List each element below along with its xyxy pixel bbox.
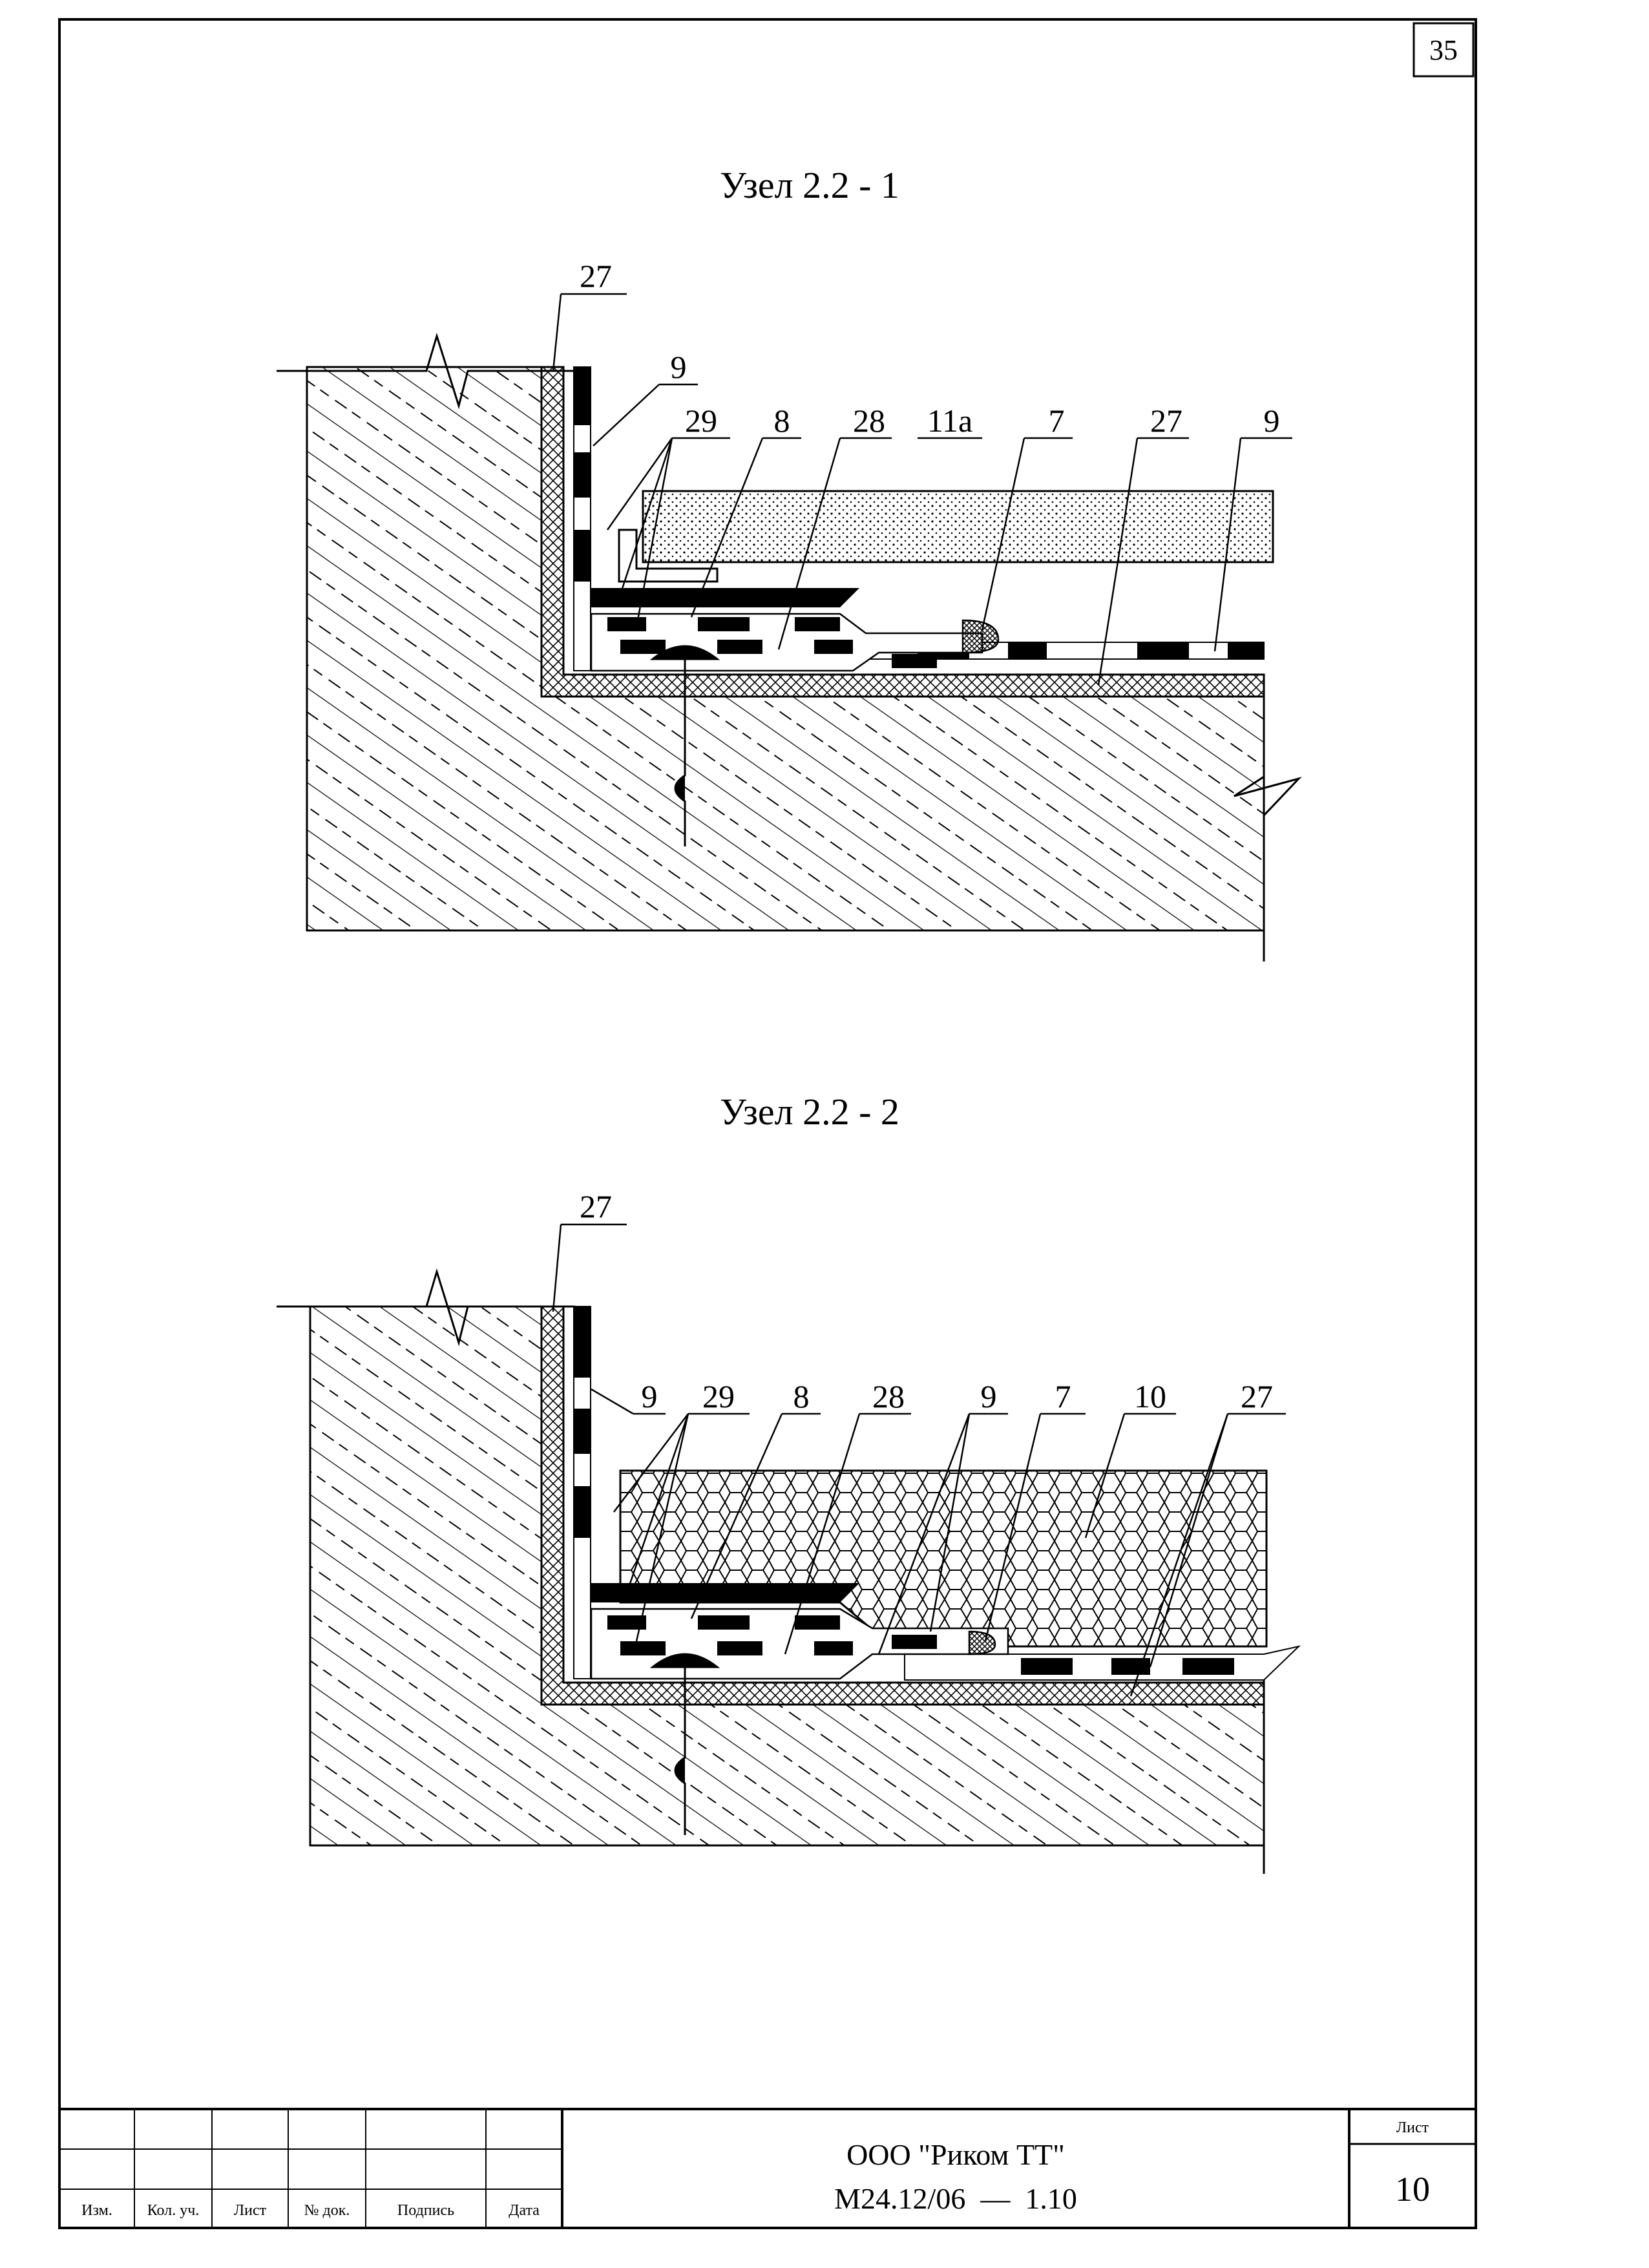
node-2-callout-8: 8 — [793, 1378, 810, 1414]
node-2-callout-27b: 27 — [1241, 1378, 1273, 1414]
company-name: ООО "Риком ТТ" — [846, 2138, 1065, 2171]
node-1-callout-9a: 9 — [671, 349, 687, 385]
node-1-angle-profile — [618, 529, 719, 583]
node-2-callout-28: 28 — [872, 1378, 905, 1414]
col-date: Дата — [509, 2202, 540, 2219]
node-2-callout-27a: 27 — [580, 1188, 612, 1224]
node-1-callout-27a: 27 — [580, 258, 612, 294]
node-2-callouts: 27 9 29 8 28 9 7 10 — [552, 1188, 1286, 1697]
node-1-callout-8: 8 — [774, 403, 790, 439]
node-2-callout-7: 7 — [1055, 1378, 1071, 1414]
col-list: Лист — [234, 2202, 267, 2219]
node-2-callout-10: 10 — [1134, 1378, 1166, 1414]
node-2-callout-9a: 9 — [642, 1378, 658, 1414]
node-1-anchor — [649, 645, 720, 846]
node-1-callout-11a: 11а — [927, 403, 972, 439]
col-signature: Подпись — [397, 2202, 454, 2219]
node-1-layer-27 — [540, 366, 1265, 698]
node-2-anchor — [649, 1653, 720, 1835]
node-1-callouts: 27 9 29 8 28 11а 7 27 9 — [552, 258, 1292, 686]
node-1-break-line-right — [1234, 685, 1302, 961]
sheet-frame — [58, 18, 1477, 2229]
node-1-callout-7: 7 — [1049, 403, 1065, 439]
node-1-stepped-layers — [590, 588, 983, 672]
sheet-number: 10 — [1395, 2170, 1430, 2209]
node-2-title: Узел 2.2 - 2 — [720, 1091, 899, 1133]
col-izm: Изм. — [81, 2202, 112, 2219]
node-1-sealant-bead — [961, 619, 1000, 654]
sheet-label: Лист — [1396, 2119, 1429, 2136]
node-2-callout-29: 29 — [702, 1378, 735, 1414]
document-code: М24.12/06 — 1.10 — [834, 2182, 1077, 2215]
node-1-callout-9b: 9 — [1264, 403, 1280, 439]
node-1-board-11a — [642, 490, 1274, 563]
col-kol-uch: Кол. уч. — [147, 2202, 200, 2219]
node-1-title: Узел 2.2 - 1 — [720, 164, 899, 206]
node-1-callout-27b: 27 — [1150, 403, 1182, 439]
col-doc-no: № док. — [304, 2202, 350, 2219]
page-number: 35 — [1429, 34, 1458, 66]
node-1-detail: Узел 2.2 - 1 — [277, 164, 1302, 961]
node-2-detail: Узел 2.2 - 2 — [277, 1091, 1301, 1874]
node-1-callout-28: 28 — [853, 403, 885, 439]
node-2-callout-9b: 9 — [981, 1378, 997, 1414]
title-block: Изм. Кол. уч. Лист № док. Подпись Дата О… — [59, 2108, 1476, 2229]
node-2-layer-27 — [540, 1305, 1265, 1706]
page-number-box: 35 — [1413, 22, 1475, 78]
node-1-callout-29: 29 — [685, 403, 717, 439]
node-2-sealant-bead — [968, 1630, 996, 1655]
node-2-break-line-top — [277, 1268, 575, 1347]
node-1-break-line-top — [277, 332, 575, 410]
